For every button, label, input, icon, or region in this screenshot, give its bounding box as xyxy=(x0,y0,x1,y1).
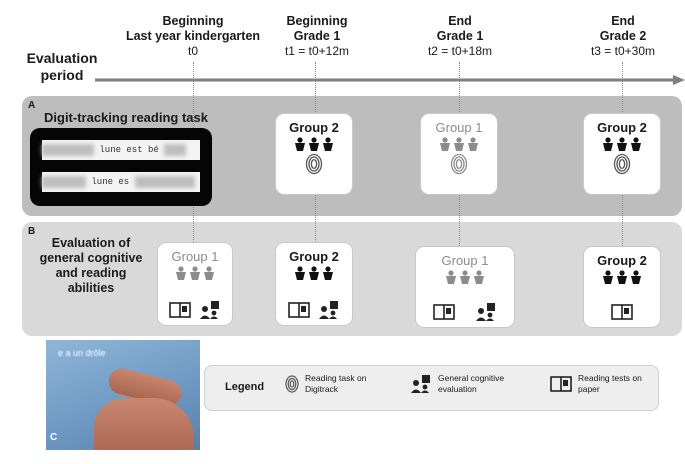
legend-text: Reading task on Digitrack xyxy=(305,373,367,394)
cognitive-evaluation-icon xyxy=(200,301,219,319)
cognitive-evaluation-icon xyxy=(319,301,338,319)
timepoint-label: t1 = t0+12m xyxy=(284,44,350,58)
fingerprint-icon xyxy=(613,153,631,175)
assessment-icons xyxy=(584,303,660,321)
panel-b-title: Evaluation of general cognitive and read… xyxy=(39,236,143,295)
book-icon xyxy=(433,304,455,320)
children-group-icon xyxy=(295,266,333,280)
assessment-icons xyxy=(158,301,232,319)
panel-a-title: Digit-tracking reading task xyxy=(44,110,208,125)
children-group-icon xyxy=(603,137,641,151)
children-group-icon xyxy=(603,270,641,284)
legend-text: Reading tests on paper xyxy=(578,373,642,394)
legend-box: Legend Reading task on Digitrack General… xyxy=(204,365,659,411)
panel-a-group-1-t2: Group 1 xyxy=(420,113,498,195)
timepoint-line1: Beginning xyxy=(162,14,224,28)
panel-a-group-2-t1: Group 2 xyxy=(275,113,353,195)
timepoint-t0: Beginning Last year kindergarten t0 xyxy=(118,14,268,59)
timepoint-line2: Grade 1 xyxy=(293,29,341,43)
timepoint-line1: Beginning xyxy=(286,14,348,28)
blurred-text xyxy=(42,175,86,188)
timeline-arrow xyxy=(95,75,685,85)
legend-title: Legend xyxy=(225,381,265,393)
group-label: Group 1 xyxy=(171,249,219,264)
digitrack-tablet-screen: lune est bé lune es xyxy=(30,128,212,206)
timepoint-line1: End xyxy=(448,14,472,28)
cognitive-evaluation-icon xyxy=(476,303,495,321)
panel-a-group-2-t3: Group 2 xyxy=(583,113,661,195)
timepoint-t2: End Grade 1 t2 = t0+18m xyxy=(405,14,515,59)
cognitive-evaluation-icon xyxy=(411,375,430,393)
visible-text: lune est bé xyxy=(99,145,159,155)
hand-shape xyxy=(94,398,194,450)
fingerprint-icon xyxy=(450,153,468,175)
panel-b-group-2-t1: Group 2 xyxy=(275,242,353,326)
timepoint-label: t0 xyxy=(187,44,198,58)
fingerprint-icon xyxy=(285,375,299,393)
legend-text: General cognitive evaluation xyxy=(438,373,505,394)
book-icon xyxy=(288,302,310,318)
panel-letter-a: A xyxy=(28,100,36,111)
panel-letter-c: C xyxy=(50,432,58,443)
timepoint-label: t2 = t0+18m xyxy=(427,44,493,58)
timepoint-label: t3 = t0+30m xyxy=(590,44,656,58)
panel-b-group-1-t0: Group 1 xyxy=(157,242,233,326)
children-group-icon xyxy=(176,266,214,280)
assessment-icons xyxy=(276,301,352,319)
timepoint-line1: End xyxy=(611,14,635,28)
panel-b-group-2-t3: Group 2 xyxy=(583,246,661,328)
book-icon xyxy=(550,376,572,392)
group-label: Group 1 xyxy=(435,120,483,135)
panel-b-group-1-t2: Group 1 xyxy=(415,246,515,328)
fingerprint-icon xyxy=(305,153,323,175)
timepoint-line2: Grade 2 xyxy=(599,29,647,43)
blurred-text xyxy=(164,143,187,156)
timepoint-t1: Beginning Grade 1 t1 = t0+12m xyxy=(262,14,372,59)
timepoint-t3: End Grade 2 t3 = t0+30m xyxy=(568,14,678,59)
book-icon xyxy=(169,302,191,318)
group-label: Group 2 xyxy=(597,253,647,268)
blurred-text xyxy=(134,175,195,188)
assessment-icons xyxy=(416,303,514,321)
panel-c-photo-finger-on-screen: e a un drôle xyxy=(46,340,200,450)
legend-item-reading-tests: Reading tests on paper xyxy=(550,373,648,395)
timepoint-line2: Grade 1 xyxy=(436,29,484,43)
book-icon xyxy=(611,304,633,320)
reading-line-2: lune es xyxy=(42,172,200,192)
group-label: Group 2 xyxy=(289,120,339,135)
legend-item-cognitive: General cognitive evaluation xyxy=(410,373,508,395)
children-group-icon xyxy=(440,137,478,151)
group-label: Group 2 xyxy=(597,120,647,135)
group-label: Group 2 xyxy=(289,249,339,264)
children-group-icon xyxy=(295,137,333,151)
timepoint-line2: Last year kindergarten xyxy=(125,29,261,43)
legend-item-reading-task: Reading task on Digitrack xyxy=(285,373,375,395)
group-label: Group 1 xyxy=(441,253,489,268)
blurred-text xyxy=(42,143,94,156)
evaluation-period-label: Evaluation period xyxy=(26,50,98,83)
visible-text: lune es xyxy=(91,177,130,187)
reading-line-1: lune est bé xyxy=(42,140,200,160)
screen-text: e a un drôle xyxy=(58,348,106,358)
panel-letter-b: B xyxy=(28,226,36,237)
children-group-icon xyxy=(446,270,484,284)
